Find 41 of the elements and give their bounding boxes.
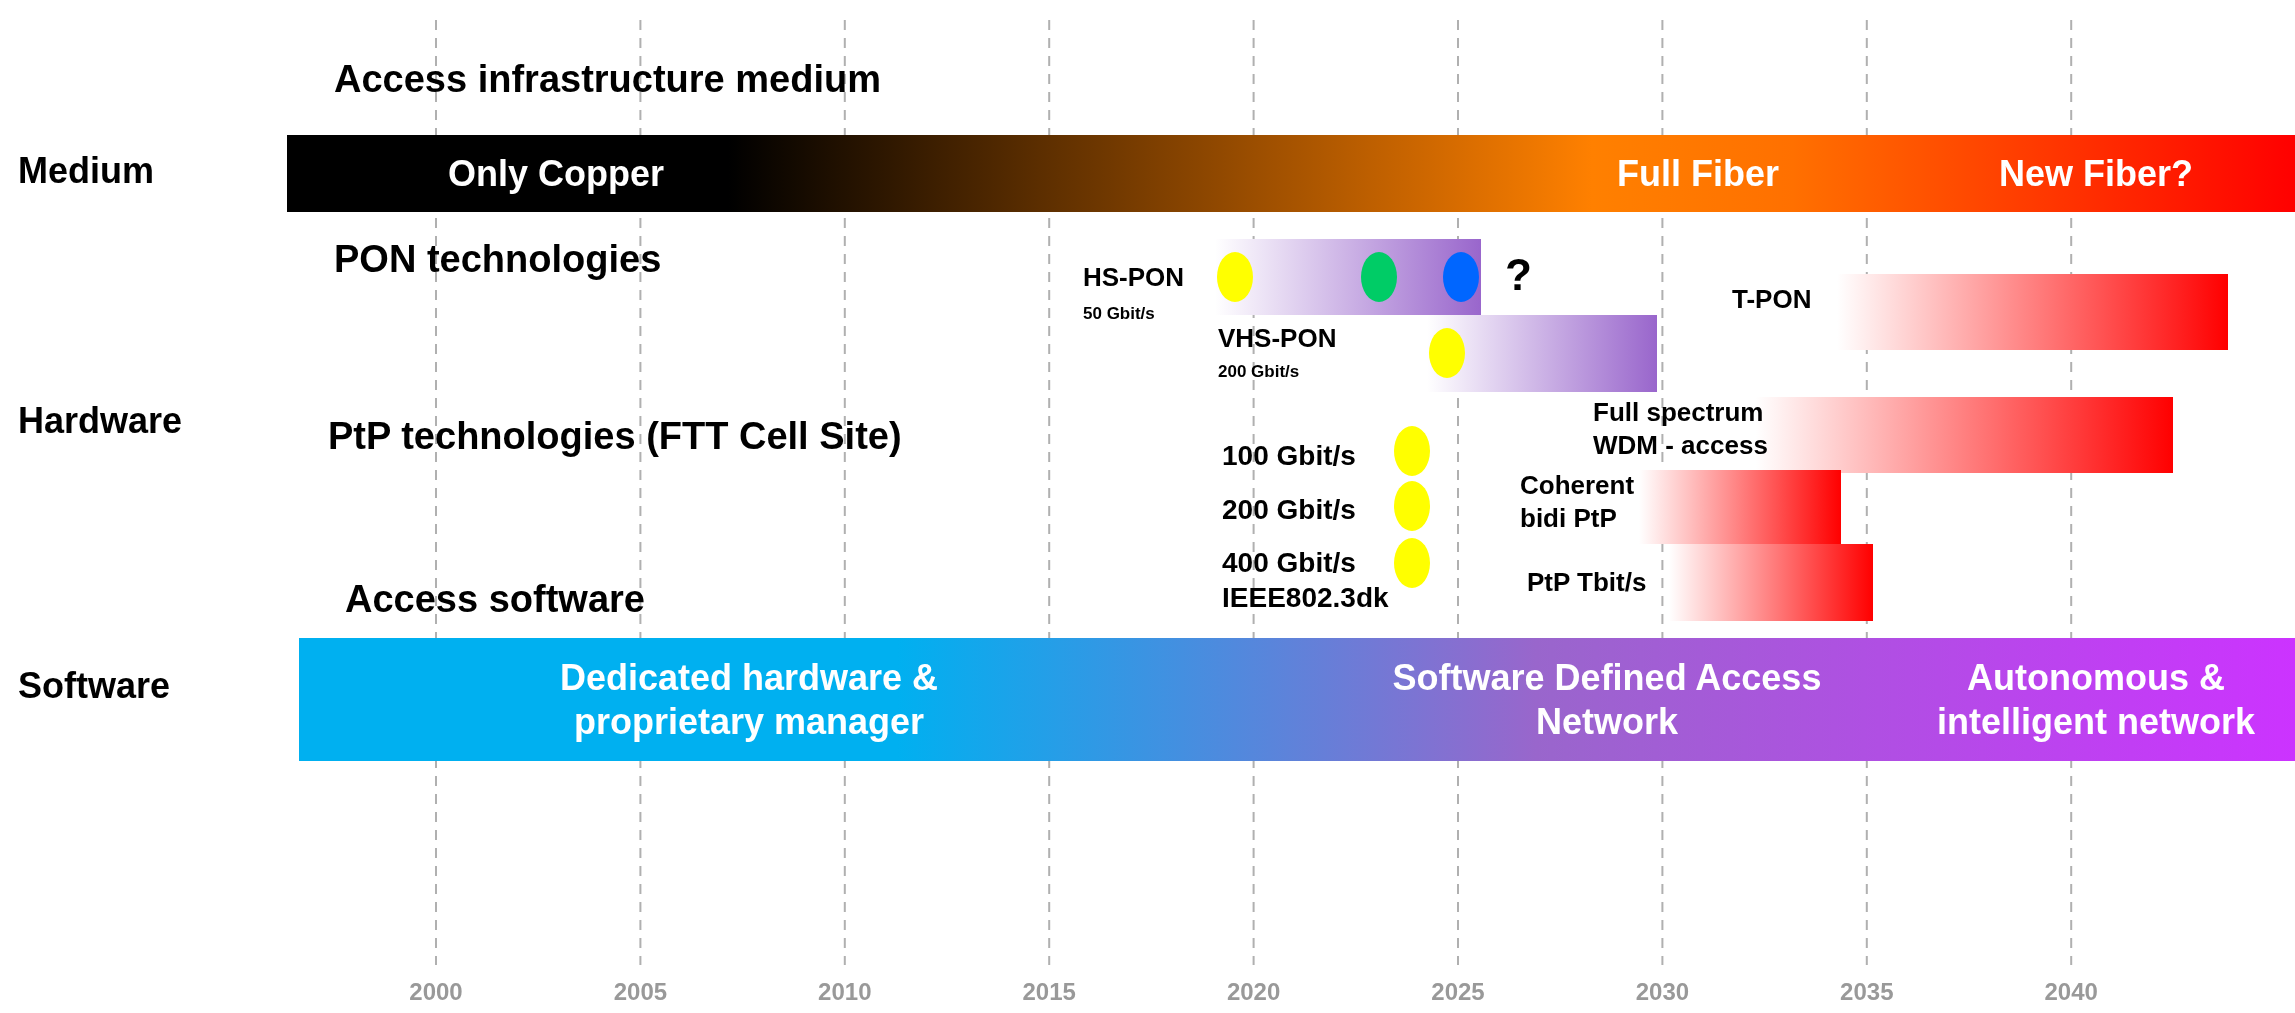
bar-text: New Fiber? — [1998, 151, 2194, 196]
bar-text: Only Copper — [447, 151, 665, 196]
bar-text: Dedicated hardware & proprietary manager — [558, 655, 940, 744]
question-mark: ? — [1505, 250, 1532, 300]
bar-label: 100 Gbit/s — [1222, 439, 1356, 473]
bar-label: IEEE802.3dk — [1222, 581, 1389, 615]
bar-label: VHS-PON — [1218, 322, 1337, 355]
section-heading: Access software — [345, 578, 645, 621]
axis-tick-label: 2000 — [408, 978, 464, 1006]
axis-tick-label: 2005 — [612, 978, 669, 1006]
bar-text: Autonomous & intelligent network — [1936, 655, 2256, 744]
marker-dot — [1361, 252, 1397, 302]
axis-tick-label: 2010 — [817, 978, 873, 1006]
marker-dot — [1217, 252, 1253, 302]
bar-label: Coherent bidi PtP — [1520, 469, 1636, 534]
row-label: Software — [18, 665, 171, 707]
bar-label: T-PON — [1732, 283, 1812, 316]
marker-dot — [1443, 252, 1479, 302]
bar-label: HS-PON — [1083, 261, 1185, 294]
section-heading: PtP technologies (FTT Cell Site) — [328, 415, 902, 458]
row-label: Hardware — [18, 400, 183, 442]
bar-label: PtP Tbit/s — [1527, 566, 1647, 599]
axis-tick-label: 2035 — [1839, 978, 1895, 1006]
axis-tick-label: 2040 — [2043, 978, 2099, 1006]
axis-tick-label: 2025 — [1430, 978, 1486, 1006]
bar-text: Software Defined Access Network — [1391, 655, 1823, 744]
marker-dot — [1429, 328, 1465, 378]
timeline-bar — [287, 135, 2295, 212]
bar-label: 200 Gbit/s — [1218, 361, 1300, 383]
timeline-bar — [299, 638, 2295, 761]
bar-label: 400 Gbit/s — [1222, 546, 1356, 580]
row-label: Medium — [18, 150, 154, 192]
section-heading: PON technologies — [334, 238, 662, 281]
axis-tick-label: 2015 — [1021, 978, 1077, 1006]
bar-label: Full spectrum WDM - access — [1593, 396, 1769, 461]
section-heading: Access infrastructure medium — [334, 58, 881, 101]
bar-text: Full Fiber — [1616, 151, 1780, 196]
bar-label: 200 Gbit/s — [1222, 493, 1356, 527]
axis-tick-label: 2020 — [1225, 978, 1282, 1006]
bar-label: 50 Gbit/s — [1083, 303, 1155, 325]
axis-tick-label: 2030 — [1634, 978, 1691, 1006]
